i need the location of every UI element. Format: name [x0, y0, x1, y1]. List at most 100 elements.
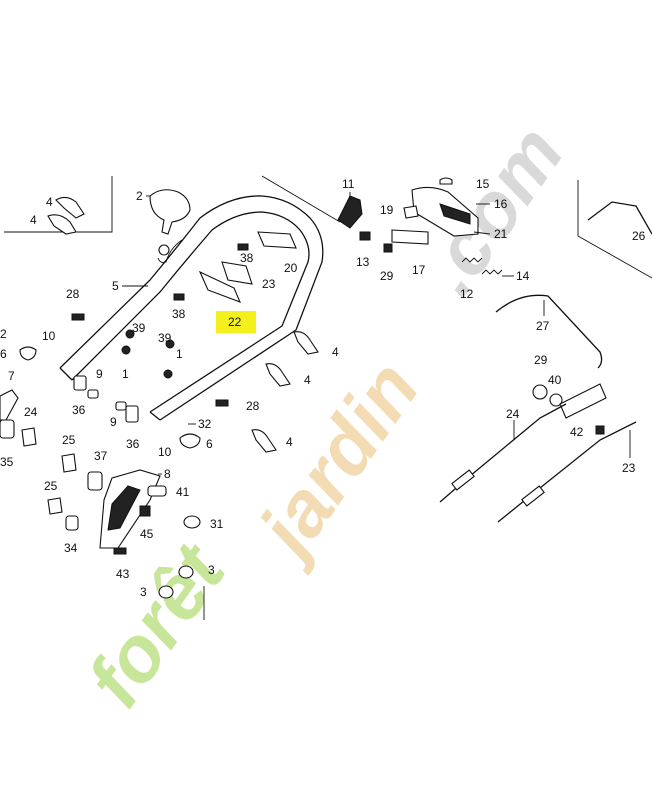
label-13: 13 — [356, 255, 370, 269]
label-33: 29 — [380, 269, 394, 283]
bolt-38-upper — [237, 243, 249, 251]
label-38b: 38 — [172, 307, 186, 321]
label-32: 32 — [198, 417, 212, 431]
label-7: 7 — [8, 369, 15, 383]
leader-20 — [473, 231, 491, 235]
part-41 — [147, 485, 167, 497]
frame-left — [4, 176, 113, 233]
part-37 — [87, 471, 103, 491]
label-18: 20 — [284, 261, 298, 275]
part-18 — [257, 231, 297, 249]
label-41: 41 — [176, 485, 190, 499]
tie-4-a — [55, 196, 85, 219]
rod-26 — [587, 201, 652, 235]
lever-20 — [439, 203, 471, 225]
part-19 — [403, 205, 419, 219]
label-15: 15 — [476, 177, 490, 191]
label-1a: 1 — [122, 367, 129, 381]
label-23: 23 — [622, 461, 636, 475]
label-25a: 24 — [24, 405, 38, 419]
label-2b: 2 — [0, 327, 7, 341]
cable-23 — [497, 421, 637, 523]
part-6-left — [19, 346, 37, 361]
part-9-left — [87, 389, 99, 399]
part-39-lower — [165, 339, 175, 349]
label-28b: 28 — [246, 399, 260, 413]
tie-4-d — [265, 363, 291, 387]
bolt-43 — [113, 547, 127, 555]
label-9a: 9 — [96, 367, 103, 381]
part-34 — [65, 515, 79, 531]
label-34: 34 — [64, 541, 78, 555]
part-labels: 4 4 2 5 28 2 10 6 39 39 1 1 7 9 36 9 24 … — [0, 177, 646, 599]
label-14: 14 — [516, 269, 530, 283]
highlight-box-21[interactable] — [216, 311, 256, 333]
label-43: 43 — [116, 567, 130, 581]
part-1-lower — [163, 369, 173, 379]
label-8: 8 — [164, 467, 171, 481]
watermark-foret: forêt — [70, 527, 243, 722]
label-16: 16 — [494, 197, 508, 211]
part-39-upper — [125, 329, 135, 339]
watermark: forêt — [70, 527, 243, 722]
label-20: 21 — [494, 227, 508, 241]
watermark-jardin-group: jardin — [237, 345, 436, 577]
label-26: 26 — [632, 229, 646, 243]
label-45: 45 — [140, 527, 154, 541]
label-25b: 25 — [62, 433, 76, 447]
label-31: 31 — [210, 517, 224, 531]
label-4c: 4 — [332, 345, 339, 359]
label-36b: 36 — [126, 437, 140, 451]
frame-right — [577, 180, 652, 279]
part-29 — [532, 384, 548, 400]
spring-14 — [481, 269, 503, 275]
part-7 — [0, 389, 19, 421]
label-12: 12 — [460, 287, 474, 301]
cable-bracket — [559, 383, 607, 419]
label-11: 11 — [342, 177, 355, 191]
label-9b: 9 — [110, 415, 117, 429]
label-5: 5 — [112, 279, 119, 293]
bolt-45 — [139, 505, 151, 517]
label-4a: 4 — [46, 195, 53, 209]
label-21: 22 — [228, 315, 242, 329]
clip-3-lower — [158, 585, 174, 599]
handle-side-left — [59, 367, 73, 381]
label-3a: 3 — [208, 563, 215, 577]
part-13 — [359, 231, 371, 241]
frame-top-handle — [261, 175, 341, 223]
label-4d: 4 — [304, 373, 311, 387]
label-22: 23 — [262, 277, 276, 291]
label-17: 17 — [412, 263, 426, 277]
handle-tube-upper — [59, 195, 324, 421]
rod-27 — [495, 294, 603, 369]
label-6b: 6 — [206, 437, 213, 451]
label-24: 24 — [506, 407, 520, 421]
cable-23-end — [521, 485, 545, 507]
part-36-left — [73, 375, 87, 391]
label-37: 37 — [94, 449, 108, 463]
part-1-upper — [121, 345, 131, 355]
label-39b: 39 — [158, 331, 172, 345]
label-10b: 10 — [158, 445, 172, 459]
label-36a: 36 — [72, 403, 86, 417]
clip-3-upper — [178, 565, 194, 579]
part-25-a — [21, 427, 37, 447]
label-6a: 6 — [0, 347, 7, 361]
part-35 — [0, 419, 15, 439]
bolt-42 — [595, 425, 605, 435]
part-15 — [439, 177, 453, 185]
label-4b: 4 — [30, 213, 37, 227]
cable-24-end — [451, 469, 475, 491]
label-27: 27 — [536, 319, 550, 333]
part-9-right — [115, 401, 127, 411]
part-25-c — [47, 497, 63, 515]
label-40: 40 — [548, 373, 562, 387]
label-3b: 3 — [140, 585, 147, 599]
bolt-38-lower — [173, 293, 185, 301]
part-22 — [221, 261, 253, 285]
part-17 — [391, 229, 429, 245]
part-21 — [198, 270, 242, 303]
label-4e: 4 — [286, 435, 293, 449]
